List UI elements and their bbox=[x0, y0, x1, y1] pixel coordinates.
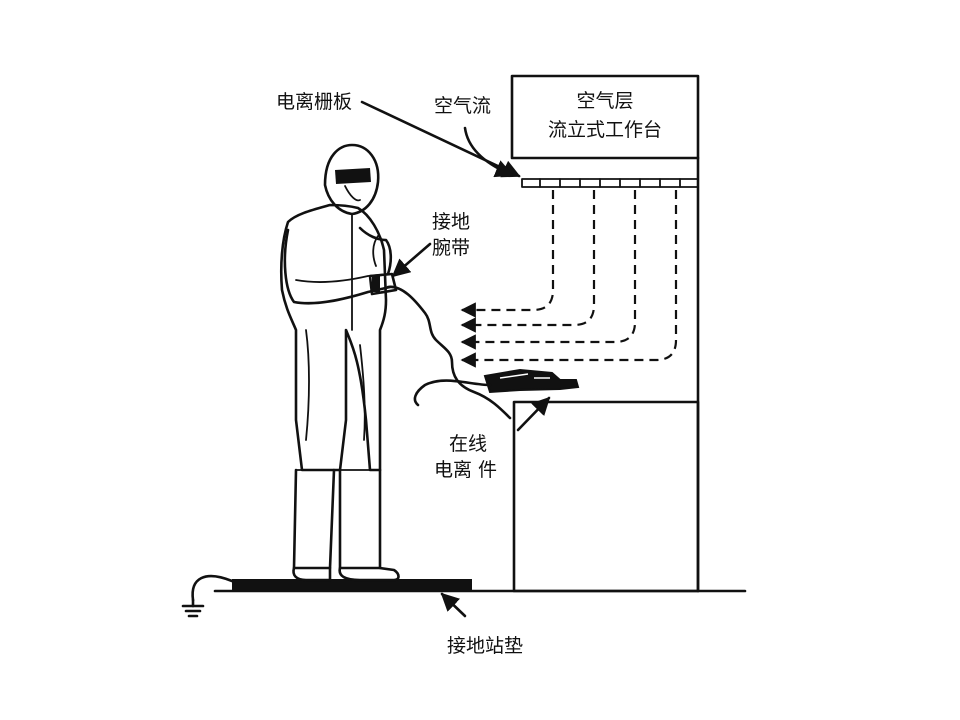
wrist-strap-cord bbox=[386, 285, 512, 420]
inline-ionizer-pointer bbox=[516, 396, 551, 432]
bench-label-line1: 空气层 bbox=[576, 90, 633, 112]
ionizing-grid bbox=[521, 178, 699, 188]
wrist-strap-label-line2: 腕带 bbox=[432, 237, 470, 259]
laminar-flow-bench: 空气层 流立式工作台 bbox=[510, 74, 700, 593]
bench-cabinet bbox=[512, 400, 700, 593]
inline-ionizer bbox=[413, 368, 580, 407]
ground-mat bbox=[232, 579, 472, 591]
bench-label-line2: 流立式工作台 bbox=[548, 119, 662, 141]
air-flow-lines bbox=[460, 190, 678, 368]
bench-hood-box bbox=[510, 74, 700, 160]
ion-grid-pointer bbox=[360, 100, 521, 178]
air-flow-line-1 bbox=[460, 190, 555, 318]
air-flow-line-3 bbox=[460, 190, 637, 350]
wrist-strap-label-line1: 接地 bbox=[432, 211, 470, 233]
ground-mat-label: 接地站垫 bbox=[447, 635, 523, 657]
wrist-strap-pointer bbox=[391, 242, 432, 278]
ion-grid-label: 电离栅板 bbox=[276, 91, 352, 113]
worker-figure bbox=[279, 143, 400, 582]
ground-symbol-icon bbox=[181, 574, 234, 618]
ground-mat-pointer bbox=[440, 592, 467, 618]
air-flow-pointer bbox=[463, 126, 514, 178]
air-flow-label: 空气流 bbox=[434, 95, 491, 117]
inline-ionizer-label-line2: 电离 件 bbox=[434, 459, 497, 481]
inline-ionizer-label-line1: 在线 bbox=[449, 433, 487, 455]
air-flow-line-2 bbox=[460, 190, 596, 333]
air-flow-line-4 bbox=[460, 190, 678, 368]
